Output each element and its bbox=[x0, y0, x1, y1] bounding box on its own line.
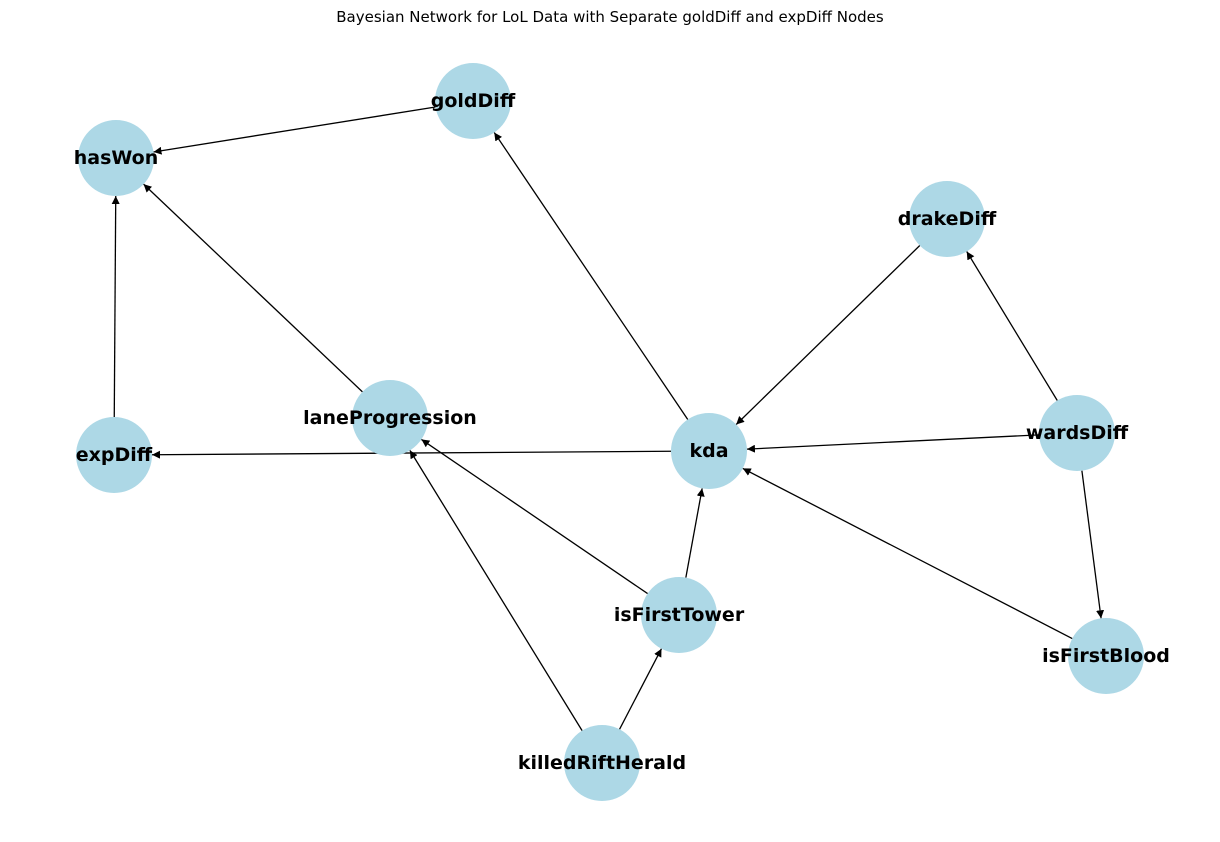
edge-drakeDiff-to-kda bbox=[735, 245, 921, 425]
edges-layer bbox=[111, 106, 1105, 731]
node-isFirstTower: isFirstTower bbox=[614, 577, 745, 653]
edge-kda-to-goldDiff bbox=[493, 132, 689, 420]
node-isFirstBlood: isFirstBlood bbox=[1042, 618, 1170, 694]
node-label-goldDiff: goldDiff bbox=[431, 90, 516, 112]
node-label-isFirstBlood: isFirstBlood bbox=[1042, 645, 1170, 667]
node-circle-wardsDiff bbox=[1039, 395, 1115, 471]
node-circle-expDiff bbox=[76, 417, 152, 493]
node-label-laneProgression: laneProgression bbox=[303, 407, 477, 429]
node-expDiff: expDiff bbox=[76, 417, 153, 493]
edge-laneProgression-to-hasWon bbox=[143, 183, 363, 393]
edge-isFirstTower-to-kda bbox=[685, 488, 705, 578]
node-label-killedRiftHerald: killedRiftHerald bbox=[518, 752, 686, 774]
node-circle-laneProgression bbox=[352, 380, 428, 456]
edge-wardsDiff-to-kda bbox=[746, 434, 1040, 453]
edge-goldDiff-to-hasWon bbox=[153, 106, 436, 155]
nodes-layer: goldDiff hasWon drakeDiff laneProgression kd… bbox=[74, 63, 1170, 801]
node-hasWon: hasWon bbox=[74, 120, 159, 196]
node-circle-killedRiftHerald bbox=[564, 725, 640, 801]
node-label-wardsDiff: wardsDiff bbox=[1026, 422, 1129, 444]
node-circle-kda bbox=[671, 413, 747, 489]
node-wardsDiff: wardsDiff bbox=[1026, 395, 1129, 471]
node-circle-drakeDiff bbox=[909, 181, 985, 257]
node-label-kda: kda bbox=[689, 440, 728, 462]
edge-wardsDiff-to-drakeDiff bbox=[966, 251, 1058, 401]
node-laneProgression: laneProgression bbox=[303, 380, 477, 456]
edge-expDiff-to-hasWon bbox=[111, 195, 120, 418]
edge-wardsDiff-to-isFirstBlood bbox=[1081, 470, 1105, 619]
edge-isFirstBlood-to-kda bbox=[742, 467, 1073, 640]
edge-killedRiftHerald-to-laneProgression bbox=[409, 450, 583, 731]
edge-isFirstTower-to-laneProgression bbox=[421, 438, 648, 595]
node-label-hasWon: hasWon bbox=[74, 147, 159, 169]
node-circle-isFirstTower bbox=[641, 577, 717, 653]
node-drakeDiff: drakeDiff bbox=[898, 181, 997, 257]
edge-killedRiftHerald-to-isFirstTower bbox=[618, 648, 663, 730]
node-label-expDiff: expDiff bbox=[76, 444, 153, 466]
node-circle-goldDiff bbox=[435, 63, 511, 139]
diagram-title: Bayesian Network for LoL Data with Separ… bbox=[336, 8, 884, 26]
node-killedRiftHerald: killedRiftHerald bbox=[518, 725, 686, 801]
node-kda: kda bbox=[671, 413, 747, 489]
node-circle-isFirstBlood bbox=[1068, 618, 1144, 694]
node-circle-hasWon bbox=[78, 120, 154, 196]
node-label-isFirstTower: isFirstTower bbox=[614, 604, 745, 626]
node-label-drakeDiff: drakeDiff bbox=[898, 208, 997, 230]
node-goldDiff: goldDiff bbox=[431, 63, 516, 139]
